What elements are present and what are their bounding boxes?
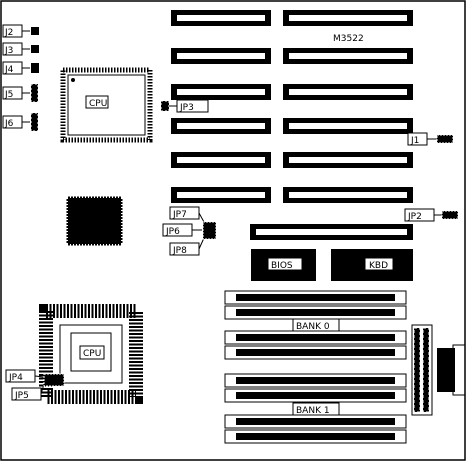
bank0-label: BANK 0 (296, 322, 330, 332)
svg-text:JP2: JP2 (407, 212, 422, 222)
board-model-label: M3522 (333, 34, 364, 44)
svg-text:JP3: JP3 (179, 103, 194, 113)
jumper-j2: J2 (2, 24, 39, 38)
jumper-jp4: JP4 (5, 369, 45, 383)
expansion-slots (171, 10, 413, 240)
svg-text:J6: J6 (4, 119, 14, 129)
jp4-jp5-pins (43, 373, 65, 387)
svg-text:JP8: JP8 (172, 246, 187, 256)
jumper-jp5: JP5 (11, 383, 45, 401)
kbd-label: KBD (369, 261, 388, 271)
svg-text:J5: J5 (4, 90, 13, 100)
jumper-j6: J6 (2, 112, 39, 132)
svg-text:J2: J2 (4, 28, 13, 38)
svg-text:J1: J1 (410, 136, 419, 146)
jumper-jp6: JP6 (162, 223, 202, 237)
jumper-j3: J3 (2, 42, 39, 56)
svg-text:J4: J4 (4, 65, 14, 75)
cpu-upper-label: CPU (89, 99, 107, 109)
svg-text:J3: J3 (4, 46, 13, 56)
simm-sockets (224, 290, 407, 444)
jp6-jp8-pins (202, 221, 217, 240)
bios-label: BIOS (271, 261, 293, 271)
jumper-j1: J1 (407, 132, 454, 146)
power-connector (411, 324, 433, 416)
kbd-chip: KBD (331, 249, 413, 281)
cpu-lower-label: CPU (83, 349, 101, 359)
jumper-j4: J4 (2, 61, 39, 75)
jumper-jp8: JP8 (169, 237, 205, 256)
bank1-label: BANK 1 (296, 406, 330, 416)
keyboard-connector (437, 348, 455, 392)
jumper-jp7: JP7 (169, 206, 205, 223)
svg-text:JP4: JP4 (8, 373, 23, 383)
chipset-chip (66, 196, 123, 246)
jumper-j5: J5 (2, 83, 39, 103)
bios-chip: BIOS (251, 249, 316, 281)
jumper-jp3: JP3 (160, 99, 209, 113)
svg-text:JP5: JP5 (14, 391, 29, 401)
svg-text:JP6: JP6 (165, 227, 180, 237)
svg-text:JP7: JP7 (172, 210, 187, 220)
cpu-upper-chip: CPU (60, 67, 153, 143)
jumper-jp2: JP2 (404, 208, 459, 222)
